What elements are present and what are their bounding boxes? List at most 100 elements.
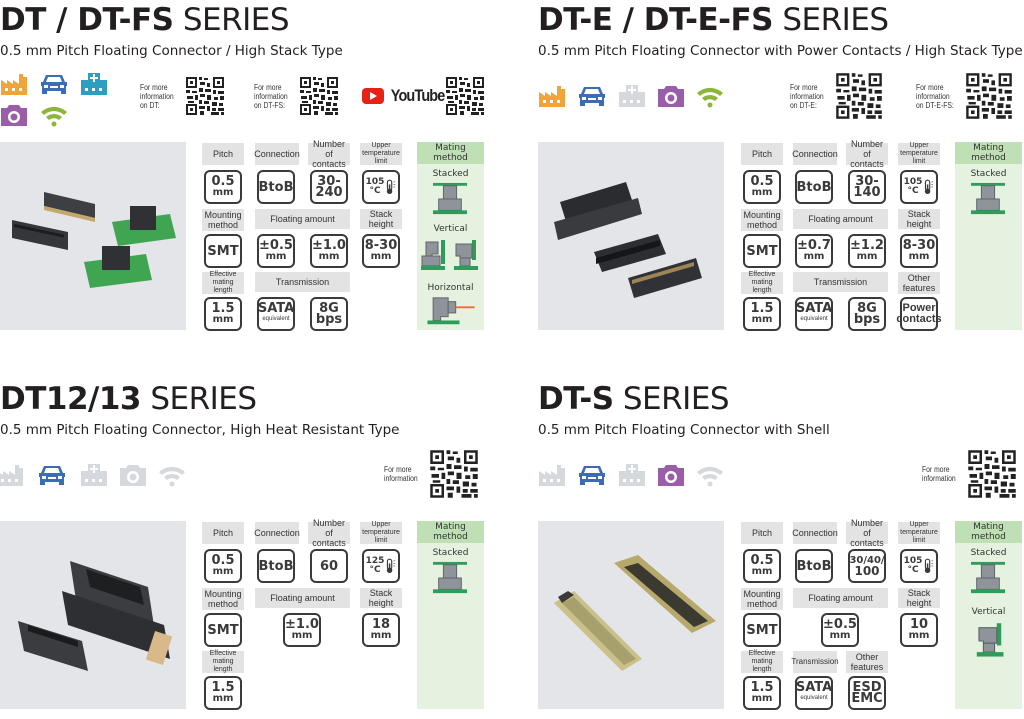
mating-method-panel: Mating method Stacked [417, 521, 484, 709]
floating-label: Floating amount [255, 588, 350, 608]
stacked-mating-icon [431, 561, 469, 595]
mating-method-panel: Mating method Stacked Vertical [955, 521, 1022, 709]
qr-code-icon [299, 76, 339, 116]
mating-method-panel: Mating method Stacked [955, 142, 1022, 330]
contacts-value: 30-240 [310, 170, 348, 204]
mounting-label: Mounting method [202, 588, 244, 610]
connection-value: BtoB [257, 549, 295, 583]
qr-label: For more information on DT: [140, 82, 174, 110]
medical-icon [80, 463, 108, 487]
floating-label: Floating amount [793, 209, 888, 229]
mating-length-label: Effective mating length [202, 271, 244, 294]
consumer-camera-icon [657, 463, 685, 487]
consumer-camera-icon [0, 103, 28, 127]
qr-link[interactable]: For more information [384, 449, 479, 499]
mating-stacked-label: Stacked [970, 548, 1007, 558]
connector-image [18, 561, 173, 671]
mounting-value: SMT [743, 613, 781, 647]
mating-horizontal-label: Horizontal [427, 283, 474, 293]
thermometer-icon [384, 557, 396, 575]
stack-height-label: Stack height [898, 588, 940, 608]
pitch-label: Pitch [741, 143, 783, 165]
series-title: DT-S SERIES [538, 381, 730, 417]
connection-value: BtoB [795, 170, 833, 204]
industrial-icon [0, 72, 28, 96]
qr-link-dtfs[interactable]: For more information on DT-FS: [254, 76, 339, 116]
automotive-icon [38, 463, 66, 487]
mating-stacked-label: Stacked [432, 548, 469, 558]
temp-label: Upper temperature limit [360, 142, 402, 165]
mating-stacked-label: Stacked [432, 169, 469, 179]
connection-value: BtoB [795, 549, 833, 583]
contacts-label: Number of contacts [308, 139, 350, 169]
qr-code-icon [445, 76, 485, 116]
other-features-label: Other features [846, 651, 888, 673]
qr-label: For more information on DT-E: [790, 82, 824, 110]
qr-code-icon [965, 72, 1013, 120]
vertical-mating-icon-alt [451, 238, 479, 274]
communication-wifi-icon [696, 463, 724, 487]
qr-code-icon [967, 449, 1017, 499]
temp-value: 105°C [900, 170, 938, 204]
qr-link-dt[interactable]: For more information on DT: [140, 76, 225, 116]
temp-label: Upper temperature limit [360, 521, 402, 544]
qr-label: For more information on DT-FS: [254, 82, 288, 110]
floating-label: Floating amount [793, 588, 888, 608]
temp-label: Upper temperature limit [898, 521, 940, 544]
mating-vertical-label: Vertical [971, 607, 1006, 617]
qr-link-dte[interactable]: For more information on DT-E: [790, 72, 883, 120]
qr-code-icon [835, 72, 883, 120]
transmission-label: Transmission [791, 651, 839, 673]
connector-image [12, 192, 176, 288]
connector-image [554, 182, 702, 298]
qr-link-dtefs[interactable]: For more information on DT-E-FS: [916, 72, 1013, 120]
temp-value: 105°C [362, 170, 400, 204]
qr-link[interactable]: For more information [922, 449, 1017, 499]
temp-value: 105°C [900, 549, 938, 583]
series-subtitle: 0.5 mm Pitch Floating Connector with Pow… [538, 43, 1023, 59]
series-title: DT12/13 SERIES [0, 381, 257, 417]
qr-label: For more information on DT-E-FS: [916, 82, 954, 110]
horizontal-mating-icon [423, 296, 479, 328]
industrial-icon [538, 84, 566, 108]
industrial-icon [538, 463, 566, 487]
automotive-icon [578, 84, 606, 108]
stacked-mating-icon [969, 182, 1007, 216]
stack-height-label: Stack height [360, 209, 402, 229]
thermometer-icon [384, 178, 396, 196]
automotive-icon [40, 72, 68, 96]
temp-value: 125°C [362, 549, 400, 583]
product-photo [0, 142, 186, 330]
mating-vertical-label: Vertical [433, 224, 468, 234]
youtube-link[interactable]: YouTube [362, 76, 485, 116]
mounting-value: SMT [743, 234, 781, 268]
industrial-icon [0, 463, 24, 487]
youtube-play-icon [362, 88, 384, 104]
qr-code-icon [185, 76, 225, 116]
series-title: DT / DT-FS SERIES [0, 2, 290, 38]
series-subtitle: 0.5 mm Pitch Floating Connector, High He… [0, 422, 400, 438]
mounting-value: SMT [204, 234, 242, 268]
mating-length-label: Effective mating length [741, 650, 783, 673]
mating-stacked-label: Stacked [970, 169, 1007, 179]
mounting-value: SMT [204, 613, 242, 647]
series-subtitle: 0.5 mm Pitch Floating Connector / High S… [0, 43, 343, 59]
mating-method-panel: Mating method Stacked Vertical Horizonta… [417, 142, 484, 330]
temp-label: Upper temperature limit [898, 142, 940, 165]
contacts-value: 30-140 [848, 170, 886, 204]
connection-label: Connection [254, 522, 300, 544]
